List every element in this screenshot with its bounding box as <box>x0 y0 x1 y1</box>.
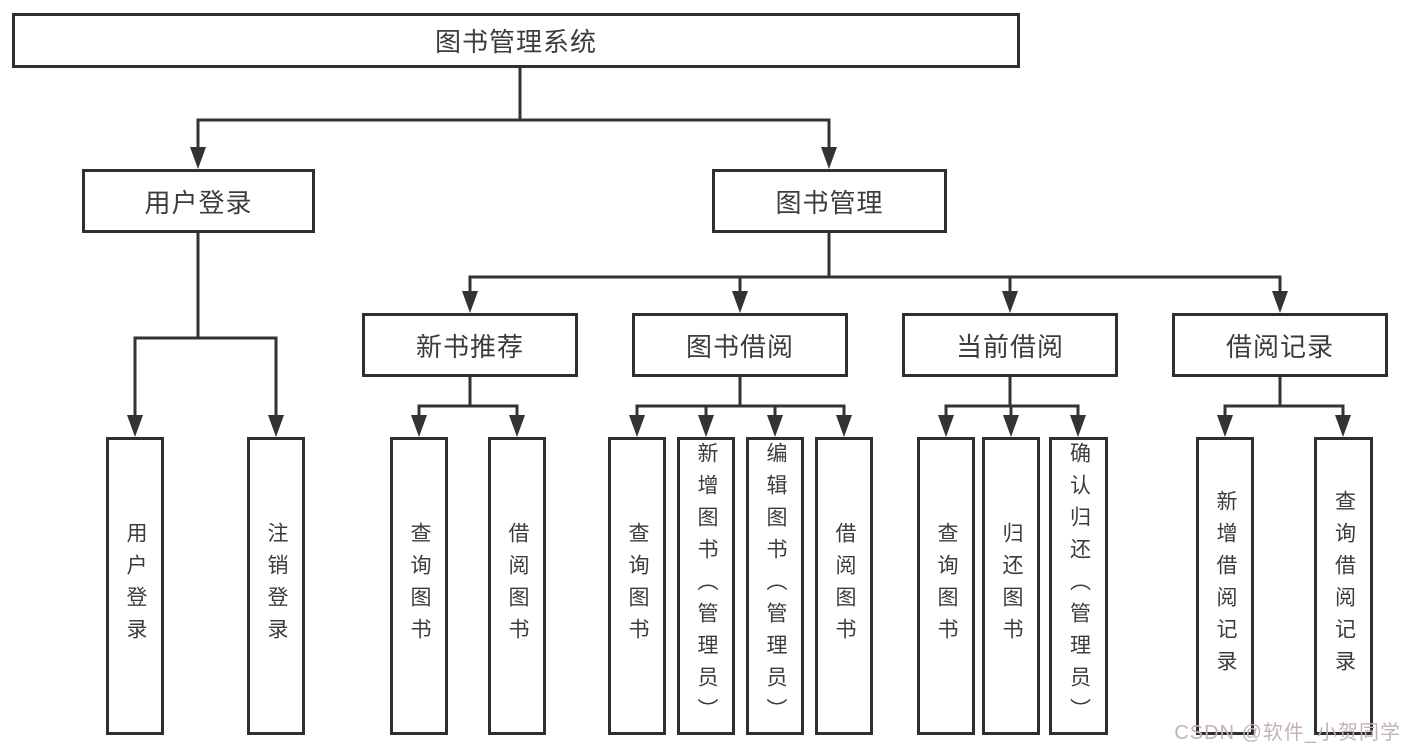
connector-root-level2 <box>196 68 831 150</box>
node-user-login: 用户登录 <box>82 169 315 233</box>
leaf-query-book-1: 查询图书 <box>390 437 448 735</box>
arrowheads-current <box>938 415 1086 437</box>
leaf-confirm-return-admin-label: 确认归还（管理员） <box>1067 442 1091 730</box>
leaf-add-borrow-record-label: 新增借阅记录 <box>1214 490 1237 682</box>
leaf-return-book-label: 归还图书 <box>1000 522 1023 650</box>
csdn-watermark: CSDN @软件_小贺同学 <box>1174 722 1401 744</box>
connector-book-mgmt <box>468 233 1282 294</box>
leaf-query-book-1-label: 查询图书 <box>408 522 431 650</box>
leaf-add-borrow-record: 新增借阅记录 <box>1196 437 1254 735</box>
node-new-book-recommend: 新书推荐 <box>362 313 578 377</box>
arrowheads-borrow <box>629 415 852 437</box>
arrowheads-root-level2 <box>190 147 837 169</box>
leaf-borrow-book-2-label: 借阅图书 <box>833 522 856 650</box>
leaf-query-book-2: 查询图书 <box>608 437 666 735</box>
leaf-borrow-book-2: 借阅图书 <box>815 437 873 735</box>
leaf-edit-book-admin-label: 编辑图书（管理员） <box>764 442 787 730</box>
leaf-query-book-3-label: 查询图书 <box>935 522 958 650</box>
leaf-add-book-admin-label: 新增图书（管理员） <box>695 442 718 730</box>
arrowheads-records <box>1217 415 1351 437</box>
node-current-borrow: 当前借阅 <box>902 313 1118 377</box>
leaf-return-book: 归还图书 <box>982 437 1040 735</box>
arrowheads-new-book <box>411 415 525 437</box>
leaf-query-borrow-record: 查询借阅记录 <box>1314 437 1373 735</box>
leaf-query-borrow-record-label: 查询借阅记录 <box>1332 490 1356 682</box>
node-book-management: 图书管理 <box>712 169 947 233</box>
leaf-query-book-2-label: 查询图书 <box>626 522 649 650</box>
node-book-borrow: 图书借阅 <box>632 313 848 377</box>
leaf-confirm-return-admin: 确认归还（管理员） <box>1049 437 1108 735</box>
leaf-borrow-book-1-label: 借阅图书 <box>506 522 529 650</box>
arrowheads-book-mgmt <box>462 291 1288 313</box>
connector-user-login <box>133 233 278 418</box>
connector-new-book <box>417 377 519 418</box>
connector-current <box>944 377 1080 418</box>
leaf-edit-book-admin: 编辑图书（管理员） <box>746 437 804 735</box>
leaf-logout: 注销登录 <box>247 437 305 735</box>
leaf-query-book-3: 查询图书 <box>917 437 975 735</box>
connector-borrow <box>635 377 846 418</box>
leaf-logout-label: 注销登录 <box>265 522 288 650</box>
leaf-user-login: 用户登录 <box>106 437 164 735</box>
leaf-borrow-book-1: 借阅图书 <box>488 437 546 735</box>
node-root-library-system: 图书管理系统 <box>12 13 1020 68</box>
arrowheads-user-login <box>127 415 284 437</box>
leaf-add-book-admin: 新增图书（管理员） <box>677 437 735 735</box>
leaf-user-login-label: 用户登录 <box>124 522 147 650</box>
node-borrow-records: 借阅记录 <box>1172 313 1388 377</box>
connector-records <box>1223 377 1345 418</box>
